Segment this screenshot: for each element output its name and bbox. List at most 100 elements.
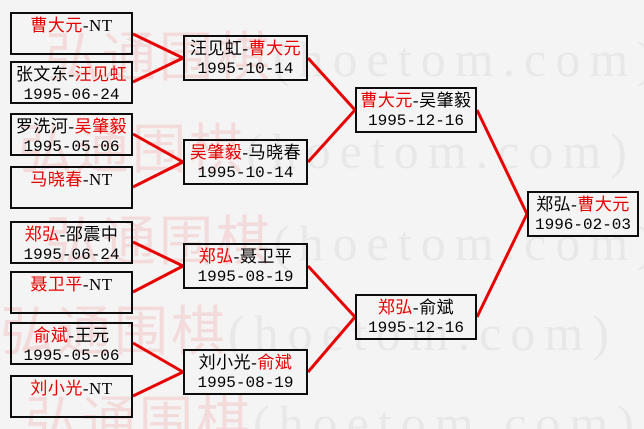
match-players: 吴肇毅-马晓春 xyxy=(185,142,306,163)
match-box-round1-8: 刘小光-NT xyxy=(10,375,133,418)
connector-line xyxy=(132,132,184,164)
player-2: NT xyxy=(89,379,113,398)
vs-dash: - xyxy=(251,353,258,372)
player-1: 郑弘 xyxy=(536,195,572,214)
match-date: 1995-10-14 xyxy=(197,164,294,182)
player-1: 郑弘 xyxy=(24,225,60,244)
match-date: 1995-05-06 xyxy=(23,138,120,156)
match-box-round1-7: 俞斌-王元 1995-05-06 xyxy=(10,322,133,365)
player-1: 聂卫平 xyxy=(30,275,83,294)
player-2: NT xyxy=(89,275,113,294)
connector-line xyxy=(132,370,184,398)
player-2: 王元 xyxy=(74,326,110,345)
player-1: 曹大元 xyxy=(30,16,83,35)
match-box-round1-1: 曹大元-NT xyxy=(10,12,133,55)
player-1: 罗洗河 xyxy=(15,117,69,136)
match-players: 罗洗河-吴肇毅 xyxy=(12,116,131,137)
match-players: 张文东-汪见虹 xyxy=(12,64,131,85)
player-1: 汪见虹 xyxy=(189,39,243,58)
vs-dash: - xyxy=(242,143,249,162)
connector-line xyxy=(132,264,184,294)
match-date: 1995-10-14 xyxy=(197,60,294,78)
player-2: 邵震中 xyxy=(65,225,119,244)
match-date: 1995-08-19 xyxy=(197,268,294,286)
player-1: 郑弘 xyxy=(198,247,234,266)
match-players: 汪见虹-曹大元 xyxy=(185,38,306,59)
vs-dash: - xyxy=(82,16,89,35)
vs-dash: - xyxy=(571,195,578,214)
match-date: 1995-08-19 xyxy=(197,374,294,392)
player-2: 聂卫平 xyxy=(239,247,293,266)
match-players: 刘小光-NT xyxy=(12,378,131,399)
player-1: 曹大元 xyxy=(360,91,413,110)
player-1: 张文东 xyxy=(15,65,69,84)
player-2: 曹大元 xyxy=(577,195,630,214)
player-2: 吴肇毅 xyxy=(419,91,472,110)
player-2: 马晓春 xyxy=(248,143,302,162)
connector-line xyxy=(475,109,529,215)
connector-line xyxy=(132,240,184,268)
match-date: 1995-06-24 xyxy=(23,86,120,104)
connector-line xyxy=(306,264,357,319)
connector-line xyxy=(306,56,357,112)
match-players: 郑弘-邵震中 xyxy=(12,224,131,245)
vs-dash: - xyxy=(59,225,66,244)
match-box-round1-3: 罗洗河-吴肇毅 1995-05-06 xyxy=(10,113,133,156)
vs-dash: - xyxy=(233,247,240,266)
match-players: 马晓春-NT xyxy=(12,169,131,190)
match-date: 1995-05-06 xyxy=(23,347,120,365)
vs-dash: - xyxy=(412,91,420,110)
match-box-round1-2: 张文东-汪见虹 1995-06-24 xyxy=(10,61,133,104)
match-box-final: 郑弘-曹大元 1996-02-03 xyxy=(527,191,639,237)
connector-line xyxy=(306,316,357,373)
match-box-round2-4: 刘小光-俞斌 1995-08-19 xyxy=(183,349,308,395)
player-2: 汪见虹 xyxy=(74,65,128,84)
vs-dash: - xyxy=(82,275,89,294)
match-box-round2-3: 郑弘-聂卫平 1995-08-19 xyxy=(183,243,308,289)
vs-dash: - xyxy=(82,379,89,398)
player-2: 吴肇毅 xyxy=(74,117,128,136)
vs-dash: - xyxy=(68,117,75,136)
match-players: 郑弘-聂卫平 xyxy=(185,246,306,267)
player-1: 俞斌 xyxy=(33,326,69,345)
connector-line xyxy=(306,108,357,164)
match-date: 1996-02-03 xyxy=(534,216,631,234)
connector-line xyxy=(475,213,529,318)
vs-dash: - xyxy=(68,65,75,84)
match-box-round1-4: 马晓春-NT xyxy=(10,166,133,209)
vs-dash: - xyxy=(68,326,75,345)
match-date: 1995-12-16 xyxy=(367,112,464,130)
match-players: 曹大元-吴肇毅 xyxy=(357,90,475,111)
match-box-round1-6: 聂卫平-NT xyxy=(10,271,133,314)
connector-line xyxy=(132,341,184,374)
connector-line xyxy=(132,160,184,189)
match-players: 刘小光-俞斌 xyxy=(185,352,306,373)
player-1: 刘小光 xyxy=(30,379,83,398)
match-players: 郑弘-曹大元 xyxy=(529,194,637,215)
player-2: 曹大元 xyxy=(248,39,302,58)
match-box-round2-1: 汪见虹-曹大元 1995-10-14 xyxy=(183,35,308,81)
vs-dash: - xyxy=(242,39,249,58)
player-2: NT xyxy=(89,170,113,189)
player-1: 吴肇毅 xyxy=(189,143,243,162)
connector-line xyxy=(132,56,184,84)
match-date: 1995-12-16 xyxy=(367,319,464,337)
match-date: 1995-06-24 xyxy=(23,246,120,264)
player-2: 俞斌 xyxy=(257,353,293,372)
player-1: 郑弘 xyxy=(377,298,413,317)
player-2: NT xyxy=(89,16,113,35)
match-players: 曹大元-NT xyxy=(12,15,131,36)
match-players: 聂卫平-NT xyxy=(12,274,131,295)
match-box-semifinal-1: 曹大元-吴肇毅 1995-12-16 xyxy=(355,87,477,133)
match-box-round2-2: 吴肇毅-马晓春 1995-10-14 xyxy=(183,139,308,185)
vs-dash: - xyxy=(82,170,89,189)
match-box-semifinal-2: 郑弘-俞斌 1995-12-16 xyxy=(355,294,477,340)
match-players: 郑弘-俞斌 xyxy=(357,297,475,318)
connector-line xyxy=(132,32,184,60)
vs-dash: - xyxy=(412,298,420,317)
player-1: 刘小光 xyxy=(198,353,252,372)
player-1: 马晓春 xyxy=(30,170,83,189)
player-2: 俞斌 xyxy=(419,298,455,317)
